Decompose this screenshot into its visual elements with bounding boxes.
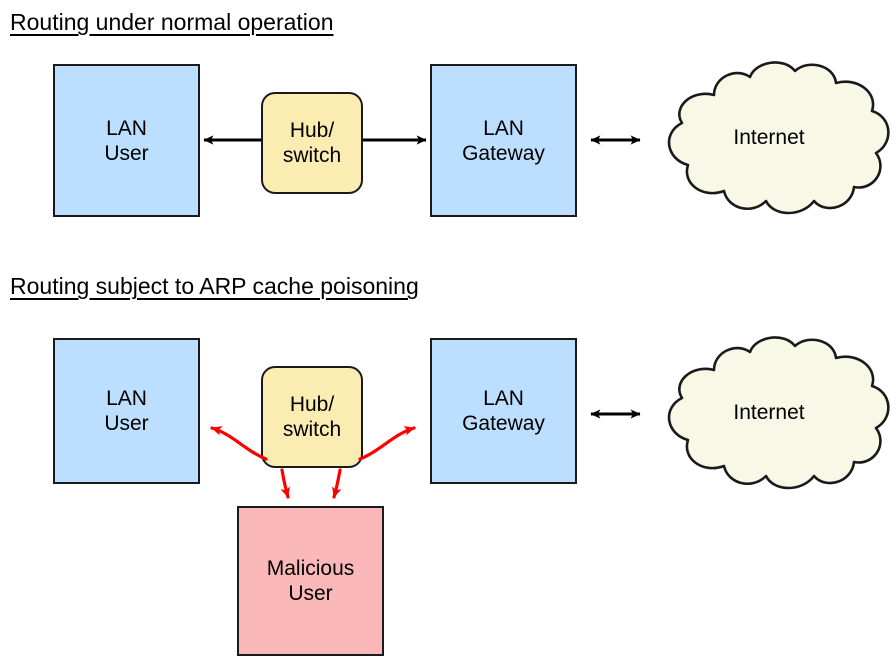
node-lan-user-2[interactable]: LAN User <box>53 338 200 484</box>
cloud-shape-icon <box>667 61 890 215</box>
node-lan-gateway-label-line2: Gateway <box>462 141 545 165</box>
edge-hub-to-malicious-user-right <box>332 468 342 499</box>
node-lan-gateway[interactable]: LAN Gateway <box>430 64 577 217</box>
node-hub-switch-2-label-line1: Hub/ <box>289 393 335 416</box>
node-lan-user[interactable]: LAN User <box>53 64 200 217</box>
node-lan-gateway-2[interactable]: LAN Gateway <box>430 338 577 484</box>
node-internet-cloud-2[interactable]: Internet <box>644 332 894 492</box>
node-lan-gateway-2-label-line2: Gateway <box>462 412 545 435</box>
node-hub-switch-label-line1: Hub/ <box>289 119 335 142</box>
node-hub-switch-2-label-line2: switch <box>282 418 342 441</box>
node-malicious-user[interactable]: Malicious User <box>237 506 384 656</box>
edge-hub-to-lan-user-poisoned <box>210 426 268 461</box>
node-internet-label: Internet <box>733 126 805 149</box>
node-hub-switch[interactable]: Hub/ switch <box>261 92 363 194</box>
node-lan-gateway-2-label-line1: LAN <box>483 387 524 410</box>
node-internet-cloud[interactable]: Internet <box>644 57 894 217</box>
node-lan-gateway-label-line1: LAN <box>483 116 524 140</box>
node-internet-2-label: Internet <box>733 401 805 424</box>
node-lan-user-label-line1: LAN <box>106 116 147 140</box>
node-malicious-user-label-line2: User <box>288 582 333 605</box>
node-hub-switch-2[interactable]: Hub/ switch <box>261 366 363 468</box>
diagram-title-arp-poisoning: Routing subject to ARP cache poisoning <box>10 273 419 299</box>
node-malicious-user-label-line1: Malicious <box>266 557 355 580</box>
edge-hub-to-lan-gateway-poisoned <box>358 426 416 461</box>
node-lan-user-label-line2: User <box>104 141 149 165</box>
diagram-title-normal-operation: Routing under normal operation <box>10 9 334 35</box>
node-lan-user-2-label-line1: LAN <box>106 387 147 410</box>
node-lan-user-2-label-line2: User <box>104 412 149 435</box>
edge-hub-to-malicious-user-left <box>280 468 290 499</box>
cloud-shape-icon <box>667 336 890 490</box>
node-hub-switch-label-line2: switch <box>282 144 342 167</box>
